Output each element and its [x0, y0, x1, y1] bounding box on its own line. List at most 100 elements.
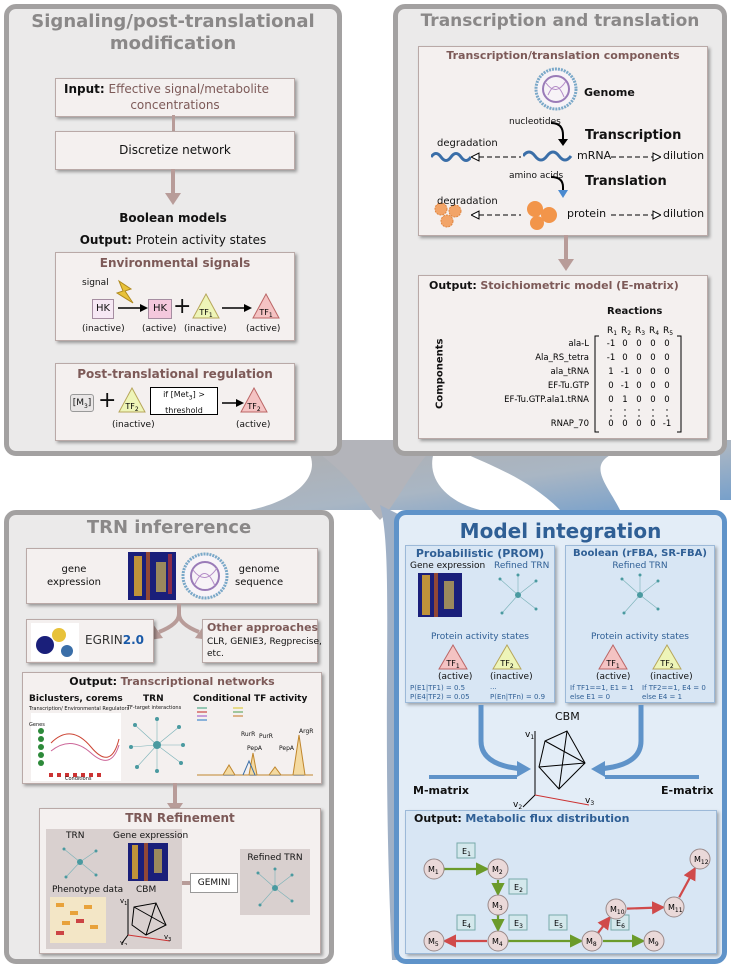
- ref-gene-expr-label: Gene expression: [113, 831, 189, 841]
- matrix-row-label: RNAP_70: [551, 419, 589, 429]
- egrin-label: EGRIN2.0: [85, 633, 144, 648]
- connector-line: [172, 115, 175, 143]
- dilution-label: dilution: [663, 149, 705, 162]
- flux-edge: [678, 866, 696, 898]
- stoich-output-label: Output:: [429, 279, 477, 292]
- boolean-models-label: Boolean models: [119, 211, 227, 225]
- dilution-label: dilution: [663, 207, 705, 220]
- matrix-ellipsis-dot: [624, 409, 626, 411]
- trn-network-image: [62, 847, 98, 879]
- bool-r2: else E4 = 1: [642, 693, 683, 701]
- matrix-bracket-left: [594, 335, 599, 433]
- svg-text:v1: v1: [525, 730, 534, 741]
- matrix-cell: 0: [622, 339, 627, 349]
- mrna-label: mRNA: [577, 149, 612, 162]
- translation-arrow: [551, 176, 568, 198]
- matrix-cell: -1: [663, 419, 671, 429]
- down-arrow: [165, 169, 181, 205]
- components-box: Transcription/translation components Gen…: [418, 46, 708, 236]
- mrna-icon: [523, 150, 573, 162]
- metabolite-node: [689, 848, 711, 870]
- enzyme-box: [508, 878, 528, 895]
- dashed-arrow: [611, 152, 661, 162]
- hk-label: HK: [95, 303, 111, 314]
- bool-states-label: Protein activity states: [591, 632, 689, 642]
- stoich-title: Output: Stoichiometric model (E-matrix): [429, 279, 679, 293]
- gemini-label: GEMINI: [197, 878, 231, 888]
- matrix-cell: 0: [650, 367, 655, 377]
- bool-inactive-label: (inactive): [650, 672, 693, 682]
- matrix-cell: 0: [650, 381, 655, 391]
- matrix-cell: 0: [608, 419, 613, 429]
- output-text: Protein activity states: [135, 233, 267, 247]
- inactive-label: (inactive): [184, 324, 227, 334]
- metabolite-label: M12: [694, 855, 709, 866]
- signaling-title-line2: modification: [109, 33, 237, 54]
- dashed-arrow: [611, 210, 661, 220]
- genome-icon: [534, 67, 578, 111]
- output-label: Output:: [79, 233, 132, 247]
- tf2-active-triangle: TF2: [240, 387, 268, 413]
- heatmap-image: [128, 843, 168, 881]
- post-translational-box: Post-translational regulation [M3] + TF2…: [55, 363, 295, 441]
- active-label: (active): [246, 324, 281, 334]
- svg-text:TF1: TF1: [198, 308, 213, 319]
- reaction-header: R4: [649, 326, 659, 337]
- tf2-inactive-triangle: TF2: [652, 644, 682, 670]
- matrix-ellipsis-dot: [610, 409, 612, 411]
- svg-text:TF1: TF1: [445, 659, 460, 670]
- svg-text:TF2: TF2: [124, 402, 139, 413]
- degradation-label: degradation: [437, 196, 498, 207]
- tf1-active-triangle: TF1: [438, 644, 468, 670]
- prom-p2: P(E4|TF2) = 0.05: [410, 693, 470, 701]
- matrix-cell: -1: [607, 339, 615, 349]
- discretize-box: Discretize network: [55, 131, 295, 170]
- data-sources-box: gene expression genome sequence: [26, 548, 318, 604]
- input-box: Input: Effective signal/metabolite conce…: [55, 78, 295, 117]
- prom-states-label: Protein activity states: [431, 632, 529, 642]
- prom-inactive-label: (inactive): [490, 672, 533, 682]
- enzyme-label: E6: [616, 919, 625, 930]
- svg-text:TF1: TF1: [258, 308, 273, 319]
- matrix-cell: 0: [636, 395, 641, 405]
- matrix-cell: 0: [664, 381, 669, 391]
- metabolite-node: [487, 930, 509, 952]
- cbm-label: CBM: [136, 885, 157, 895]
- metabolite-node: [423, 858, 445, 880]
- e-matrix-label: E-matrix: [661, 784, 714, 797]
- prom-box: Probabilistic (PROM) Gene expression Ref…: [405, 545, 555, 703]
- dashed-arrow: [471, 152, 521, 162]
- svg-text:v3: v3: [585, 796, 594, 807]
- expression-label: expression: [47, 577, 101, 588]
- matrix-ellipsis-dot: [638, 409, 640, 411]
- reaction-header: R3: [635, 326, 645, 337]
- input-label: Input:: [64, 82, 105, 96]
- metabolite-label: M11: [668, 903, 683, 914]
- matrix-cell: 0: [664, 367, 669, 377]
- protein-label: protein: [567, 207, 607, 220]
- matrix-cell: 1: [622, 395, 627, 405]
- transcription-title: Transcription and translation: [420, 11, 700, 31]
- env-title: Environmental signals: [99, 256, 251, 270]
- trn-refinement-box: TRN Refinement TRN Gene expression Pheno…: [39, 808, 321, 954]
- environmental-signals-box: Environmental signals signal HK HK + TF1…: [55, 252, 295, 341]
- metabolite-label: M1: [428, 865, 439, 876]
- transcription-arrow: [551, 122, 568, 146]
- pepa-label-2: PepA: [279, 745, 295, 752]
- gene-expression-label: gene expression: [47, 563, 101, 589]
- trn-panel: TRN infererence gene expression genome s…: [4, 510, 334, 964]
- inactive-label: (inactive): [82, 324, 125, 334]
- cond-tf-label: Conditional TF activity: [193, 694, 308, 704]
- bicluster-plot: [31, 713, 121, 781]
- matrix-row-label: Ala_RS_tetra: [535, 353, 589, 363]
- matrix-cell: 0: [664, 395, 669, 405]
- signaling-panel: Signaling/post-translational modificatio…: [4, 4, 342, 456]
- tf2-inactive-triangle: TF2: [118, 387, 146, 413]
- matrix-ellipsis-dot: [638, 415, 640, 417]
- metabolite-label: M3: [492, 901, 503, 912]
- degradation-label: degradation: [437, 138, 498, 149]
- bool-l1: If TF1==1, E1 = 1: [570, 684, 634, 692]
- protein-icon: [527, 201, 557, 230]
